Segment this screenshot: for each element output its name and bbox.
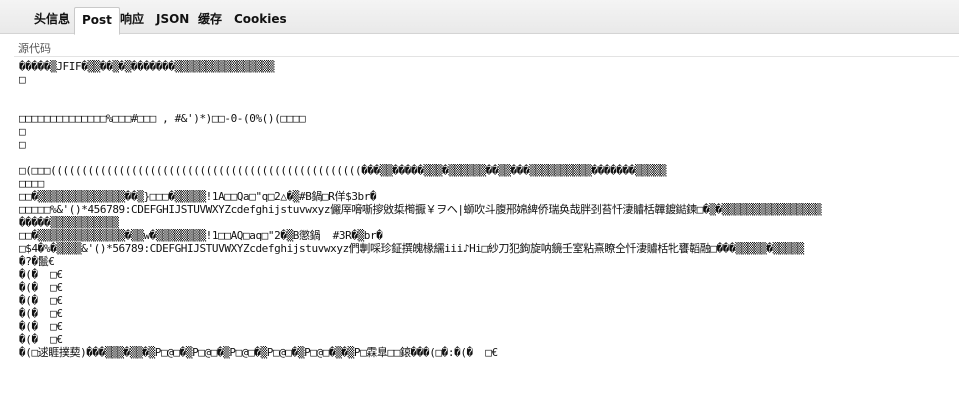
section-divider: [14, 56, 959, 57]
source-line: □□□□: [19, 177, 44, 190]
tab-json[interactable]: JSON: [156, 12, 190, 26]
source-line: �����▒JFIF�▒▒��▒�▒�������▒▒▒▒▒▒▒▒▒▒▒▒▒▒▒…: [19, 60, 275, 73]
source-line: □: [19, 138, 26, 151]
source-section-title: 源代码: [18, 42, 51, 55]
source-line: �(� □€: [19, 333, 63, 346]
source-line: �����▒▒▒▒▒▒▒▒▒▒▒: [19, 216, 119, 229]
source-line: □□□□□%&'()*456789:CDEFGHIJSTUVWXYZcdefgh…: [19, 203, 822, 216]
tab-cookies[interactable]: Cookies: [234, 12, 287, 26]
tab-bar: 头信息 Post 响应 JSON 缓存 Cookies: [0, 0, 959, 35]
source-line: □: [19, 73, 26, 86]
source-line: [19, 86, 955, 99]
tab-headers[interactable]: 头信息: [34, 12, 71, 26]
source-line: �(� □€: [19, 320, 63, 333]
tab-post[interactable]: Post: [74, 7, 120, 35]
source-line: [19, 99, 955, 112]
source-line: [19, 151, 955, 164]
source-line: �(� □€: [19, 268, 63, 281]
post-source-body[interactable]: �����▒JFIF�▒▒��▒�▒�������▒▒▒▒▒▒▒▒▒▒▒▒▒▒▒…: [19, 60, 955, 411]
source-line: □□�▒▒▒▒▒▒▒▒▒▒▒▒▒▒�▒▒w�▒▒▒▒▒▒▒▒!1□□AQ□aq□…: [19, 229, 383, 242]
source-line: �(� □€: [19, 281, 63, 294]
source-line: □□�▒▒▒▒▒▒▒▒▒▒▒▒▒▒��▒}□□□�▒▒▒▒▒!1A□□Qa□"q…: [19, 190, 377, 203]
tab-cache[interactable]: 缓存: [198, 12, 223, 26]
source-line: �(□逑睚撲葜)���▒▒▒�▒▒�▒P□@□�▒P□@□�▒P□@□�▒P□@…: [19, 346, 498, 359]
source-line: □(□□□(((((((((((((((((((((((((((((((((((…: [19, 164, 667, 177]
source-line: □: [19, 125, 26, 138]
source-line: �(� □€: [19, 294, 63, 307]
tab-response[interactable]: 响应: [120, 12, 145, 26]
source-line: �?�鬛€: [19, 255, 55, 268]
source-line: □$4�%�▒▒▒▒&'()*56789:CDEFGHIJSTUVWXYZcde…: [19, 242, 804, 255]
source-line: □□□□□□□□□□□□□□%□□□#□□□ , #&')*)□□-0-(0%(…: [19, 112, 306, 125]
source-line: �(� □€: [19, 307, 63, 320]
